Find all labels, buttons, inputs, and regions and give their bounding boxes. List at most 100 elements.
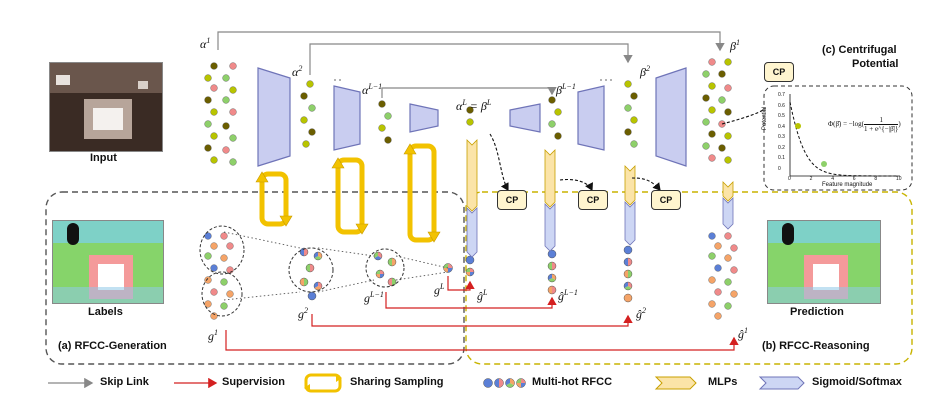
g-2-label: g2 (298, 306, 308, 321)
ghat-L-1-label: ĝL−1 (558, 288, 578, 303)
input-label: Input (90, 152, 117, 164)
g1-dot (220, 302, 228, 310)
alpha-L-1-dot (378, 124, 386, 132)
alpha1-dot (204, 74, 212, 82)
alpha1-dot (222, 122, 230, 130)
supervision-links (225, 276, 739, 351)
g1-dot (220, 254, 228, 262)
beta-2-label: β2 (640, 64, 650, 79)
alpha1-dot (222, 96, 230, 104)
ghat1-dot (714, 312, 722, 320)
alpha1-dot (229, 108, 237, 116)
g-L-1-dot (387, 257, 397, 267)
potential-xtick: 0 (788, 176, 791, 182)
potential-xtick: 2 (809, 176, 813, 182)
alpha1-dot (210, 84, 218, 92)
g1-dot (210, 288, 218, 296)
alpha-L-1-dot (378, 100, 386, 108)
g-L-1-dot (375, 269, 385, 279)
legend-multi-hot-dots (483, 378, 526, 388)
g1-dot (210, 264, 218, 272)
legend-multi-hot: Multi-hot RFCC (532, 376, 613, 388)
centrifugal-title-1: (c) Centrifugal (822, 44, 897, 56)
beta1-dot (708, 82, 716, 90)
g-1-label: g1 (208, 328, 218, 343)
ghat1-dot (708, 300, 716, 308)
g1-dot (210, 312, 218, 320)
alpha2-dot (306, 80, 314, 88)
cp-box-3: CP (651, 190, 681, 210)
cone-lines (223, 231, 449, 301)
beta-L-1-label: βL−1 (556, 82, 576, 97)
cp-label: CP (505, 195, 519, 205)
beta2-dot (630, 92, 638, 100)
sharing-sampling-1 (255, 171, 293, 227)
alpha1-dot (222, 146, 230, 154)
ghat-L-1-dot (547, 249, 557, 259)
potential-xtick: 4 (831, 176, 834, 182)
beta1-dot (708, 154, 716, 162)
g-L-1-label: gL−1 (364, 290, 384, 305)
ghat-L-dot (465, 267, 475, 277)
generation-region (45, 191, 465, 365)
potential-ytick: 0.6 (778, 102, 785, 109)
ghat-2-label: ĝ2 (636, 306, 646, 321)
beta1-dot (718, 96, 726, 104)
beta2-dot (630, 116, 638, 124)
ghat-L-dot (465, 255, 475, 265)
ghat1-dot (714, 242, 722, 250)
alpha-L-1-dot (384, 136, 392, 144)
alpha1-dot (204, 144, 212, 152)
legend-sigmoid: Sigmoid/Softmax (812, 376, 902, 388)
beta-1-label: β1 (730, 38, 740, 53)
potential-ytick: 0 (778, 165, 781, 172)
potential-low-point (821, 161, 827, 167)
beta1-dot (702, 94, 710, 102)
potential-xlabel: Feature magnitude (822, 182, 873, 188)
potential-ylabel: Potential (762, 106, 768, 130)
alpha1-dot (210, 108, 218, 116)
ghat1-dot (708, 252, 716, 260)
beta1-dot (702, 142, 710, 150)
alpha-2-label: α2 (292, 64, 303, 79)
legend-dot (483, 378, 493, 388)
beta1-dot (724, 132, 732, 140)
ghat-1-label: ĝ1 (738, 326, 748, 341)
g2-dot (305, 263, 315, 273)
potential-ytick: 0.3 (778, 134, 785, 140)
alpha2-dot (300, 116, 308, 124)
alpha1-dot (204, 120, 212, 128)
beta2-dot (624, 128, 632, 136)
g-L-label: gL (434, 282, 445, 297)
potential-ytick: 0.5 (778, 113, 785, 119)
alpha-L-1-dot (384, 112, 392, 120)
potential-xtick: 6 (852, 176, 856, 182)
g1-dot (220, 278, 228, 286)
ghat1-dot (730, 244, 738, 252)
beta1-dot (724, 108, 732, 116)
alpha2-dot (302, 140, 310, 148)
alpha1-dot (210, 62, 218, 70)
generation-title: (a) RFCC-Generation (58, 340, 167, 352)
g1-dot (220, 232, 228, 240)
g-L-1-dot (387, 277, 397, 287)
legend-mlps: MLPs (708, 376, 738, 388)
ghat1-dot (714, 288, 722, 296)
ghat1-dot (724, 232, 732, 240)
skip-links (217, 31, 725, 98)
legend-graphics (48, 373, 805, 393)
labels-label: Labels (88, 306, 123, 318)
ghat1-dot (724, 302, 732, 310)
network-blocks (257, 67, 687, 167)
potential-xtick: 8 (874, 176, 878, 182)
group-circles (199, 225, 405, 317)
bottleneck-dot (466, 106, 474, 114)
alpha2-dot (308, 104, 316, 112)
ghat-2-dot (623, 269, 633, 279)
potential-xtick: 10 (896, 176, 902, 182)
legend-dot (516, 378, 526, 388)
ghat-2-dot (623, 293, 633, 303)
